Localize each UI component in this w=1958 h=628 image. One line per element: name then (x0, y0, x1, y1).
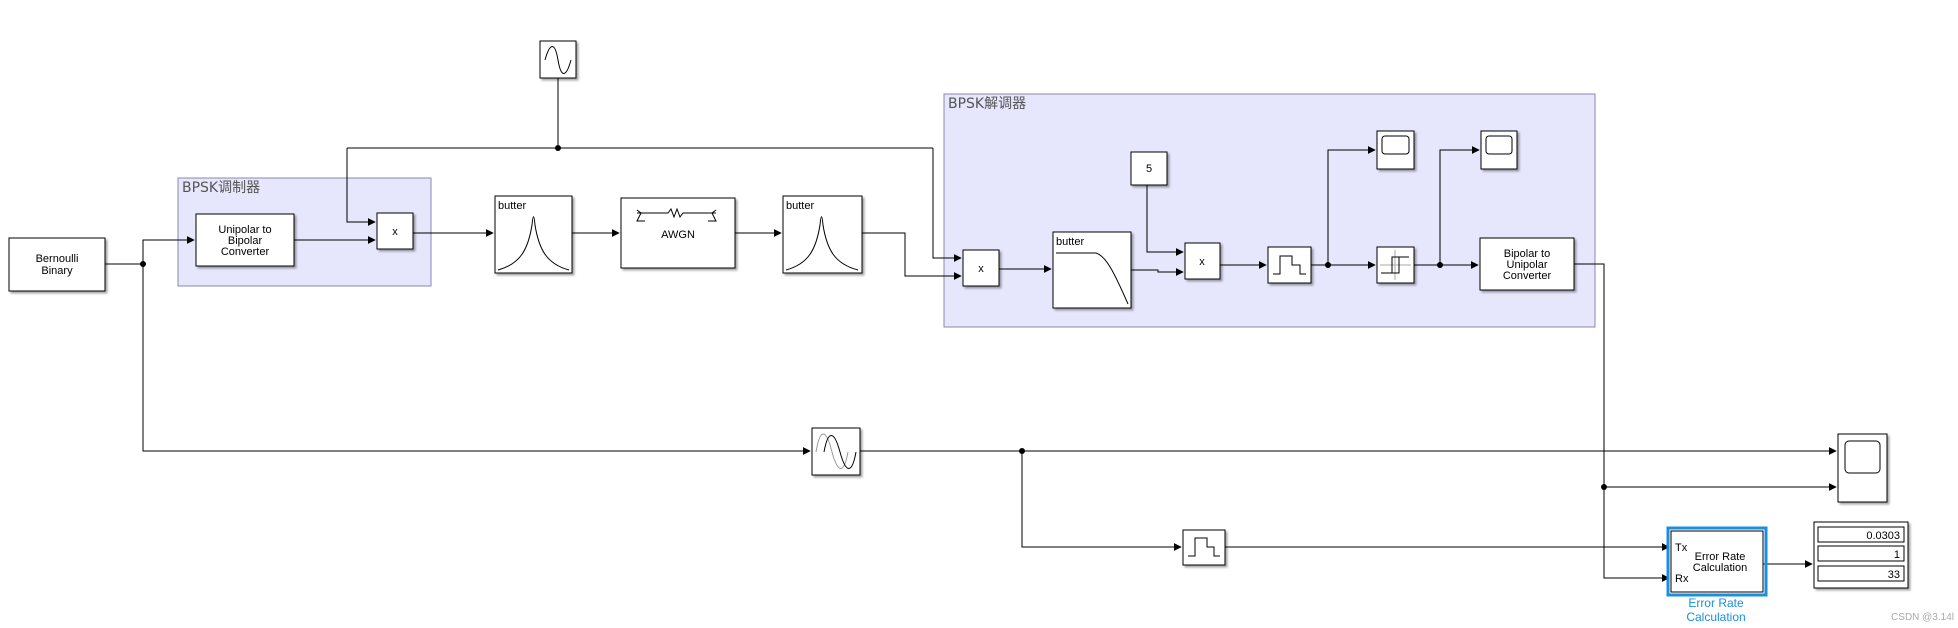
awgn-label: AWGN (661, 229, 695, 241)
bandpass-filter-block-1[interactable]: butter (494, 195, 573, 274)
relay-block[interactable] (1376, 246, 1415, 284)
scope-icon (1844, 440, 1881, 474)
zero-order-hold-block-2[interactable] (1182, 529, 1226, 566)
bipolar-label-2: Unipolar (1507, 259, 1548, 271)
display-value-bits: 33 (1888, 569, 1900, 581)
bandpass2-label: butter (786, 200, 814, 212)
error-rate-calculation-block[interactable]: Tx Rx Error Rate Calculation Error Rate … (1666, 526, 1768, 624)
awgn-channel-block[interactable]: AWGN (620, 197, 736, 269)
awgn-channel-icon (636, 207, 717, 222)
delay-block[interactable] (811, 427, 861, 476)
bernoulli-label-2: Binary (41, 265, 73, 277)
constant-value: 5 (1146, 163, 1152, 175)
error-rate-label-1: Error Rate (1695, 551, 1746, 563)
signal-lines (105, 78, 1837, 582)
error-rate-label-2: Calculation (1693, 562, 1747, 574)
error-rate-rx-port: Rx (1675, 573, 1689, 585)
unipolar-label-3: Converter (221, 246, 270, 258)
product-demod-label: x (978, 263, 984, 275)
display-value-errors: 1 (1894, 549, 1900, 561)
bandpass1-label: butter (498, 200, 526, 212)
scope-block-2[interactable] (1480, 130, 1518, 170)
branch-points (140, 145, 1607, 490)
unipolar-label-2: Bipolar (228, 235, 263, 247)
product-gain-label: x (1199, 256, 1205, 268)
delay-icon (815, 433, 857, 469)
constant-block[interactable]: 5 (1130, 151, 1168, 186)
relay-icon (1380, 250, 1411, 280)
display-block[interactable]: 0.0303 1 33 (1813, 521, 1909, 589)
lowpass-label: butter (1056, 236, 1084, 248)
bernoulli-binary-block[interactable]: Bernoulli Binary (8, 237, 106, 292)
subsystem-modulator-title: BPSK调制器 (182, 180, 260, 196)
bipolar-label-3: Converter (1503, 270, 1552, 282)
zero-order-hold-icon (1273, 255, 1306, 275)
error-rate-caption-2: Calculation (1686, 610, 1745, 624)
lowpass-filter-icon (1056, 252, 1129, 305)
error-rate-caption-1: Error Rate (1688, 596, 1744, 610)
watermark: CSDN @3.14l (1891, 612, 1954, 623)
bipolar-to-unipolar-block[interactable]: Bipolar to Unipolar Converter (1479, 237, 1575, 291)
product-block-gain[interactable]: x (1184, 242, 1221, 280)
sine-wave-block[interactable] (539, 40, 577, 79)
zero-order-hold-icon (1188, 537, 1220, 557)
unipolar-to-bipolar-block[interactable]: Unipolar to Bipolar Converter (195, 213, 295, 267)
bandpass-filter-block-2[interactable]: butter (782, 195, 863, 274)
product-mod-label: x (392, 226, 398, 238)
bandpass-filter-icon (497, 216, 570, 271)
scope-block-1[interactable] (1376, 130, 1415, 170)
bipolar-label-1: Bipolar to (1504, 248, 1550, 260)
sine-wave-icon (544, 46, 572, 74)
zero-order-hold-block-1[interactable] (1267, 246, 1312, 284)
scope-block-3[interactable] (1837, 433, 1888, 503)
product-block-demodulator[interactable]: x (962, 249, 1000, 287)
scope-icon (1381, 135, 1410, 155)
display-value-ber: 0.0303 (1866, 530, 1900, 542)
scope-icon (1485, 135, 1513, 155)
subsystem-bpsk-demodulator[interactable]: BPSK解调器 (943, 93, 1596, 328)
bandpass-filter-icon (785, 216, 859, 271)
unipolar-label-1: Unipolar to (218, 224, 271, 236)
subsystem-demodulator-title: BPSK解调器 (948, 96, 1026, 112)
lowpass-filter-block[interactable]: butter (1052, 231, 1132, 309)
product-block-modulator[interactable]: x (376, 212, 414, 250)
error-rate-tx-port: Tx (1675, 542, 1688, 554)
bernoulli-label-1: Bernoulli (36, 253, 79, 265)
